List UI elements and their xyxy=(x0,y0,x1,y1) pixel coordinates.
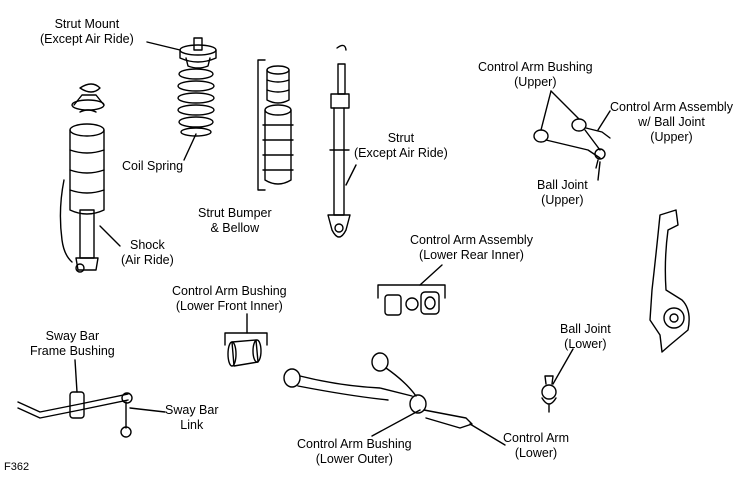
lower-rear-inner-illustration xyxy=(385,292,439,315)
label-ca-assembly-lower-rear: Control Arm Assembly(Lower Rear Inner) xyxy=(410,233,533,262)
leader-ca-assembly-upper xyxy=(598,111,610,130)
bracket-strut-bumper xyxy=(258,60,265,190)
leader-shock xyxy=(100,226,120,246)
leader-sway-link xyxy=(130,408,165,412)
leader-strut xyxy=(346,165,356,185)
label-strut-mount: Strut Mount(Except Air Ride) xyxy=(40,17,134,46)
air-shock-illustration xyxy=(60,84,104,272)
leader-strut-mount xyxy=(147,42,180,50)
leader-sway-frame-bushing xyxy=(75,360,77,392)
leader-lines xyxy=(75,42,610,445)
strut-mount-illustration xyxy=(180,38,216,68)
leader-coil-spring xyxy=(184,134,196,160)
label-ball-joint-lower: Ball Joint(Lower) xyxy=(560,322,611,351)
steering-knuckle-illustration xyxy=(650,210,689,352)
label-shock: Shock(Air Ride) xyxy=(121,238,174,267)
leader-bushing-lower-outer xyxy=(372,410,420,436)
label-coil-spring: Coil Spring xyxy=(122,159,184,173)
leader-ca-bushing-upper-1 xyxy=(541,91,551,130)
label-control-arm-lower: Control Arm(Lower) xyxy=(503,431,569,460)
leader-ca-bushing-upper-2 xyxy=(551,91,579,119)
leader-ball-joint-lower xyxy=(553,349,573,384)
label-ca-bushing-lower-outer: Control Arm Bushing(Lower Outer) xyxy=(297,437,412,466)
label-ca-bushing-lower-front: Control Arm Bushing(Lower Front Inner) xyxy=(172,284,287,313)
strut-bumper-illustration xyxy=(263,66,293,184)
leader-lower-rear-inner xyxy=(420,265,442,285)
bracket-lower-rear-inner xyxy=(378,285,445,298)
strut-illustration xyxy=(328,45,350,237)
sway-bar-illustration xyxy=(18,392,128,418)
figure-code: F362 xyxy=(4,461,30,473)
sway-bar-link-illustration xyxy=(121,393,132,437)
lower-front-bushing-illustration xyxy=(228,340,261,366)
upper-control-arm-illustration xyxy=(534,119,610,168)
leader-ball-joint-upper xyxy=(598,162,600,180)
label-ca-bushing-upper: Control Arm Bushing(Upper) xyxy=(478,60,593,89)
leader-control-arm-lower xyxy=(470,424,505,445)
bracket-lower-front-inner xyxy=(225,333,267,345)
label-strut-bumper: Strut Bumper& Bellow xyxy=(198,206,272,235)
lower-ball-joint-illustration xyxy=(542,376,556,412)
coil-spring-illustration xyxy=(178,69,214,136)
lower-control-arm-illustration xyxy=(284,353,472,428)
label-strut: Strut(Except Air Ride) xyxy=(354,131,448,160)
label-ball-joint-upper: Ball Joint(Upper) xyxy=(537,178,588,207)
